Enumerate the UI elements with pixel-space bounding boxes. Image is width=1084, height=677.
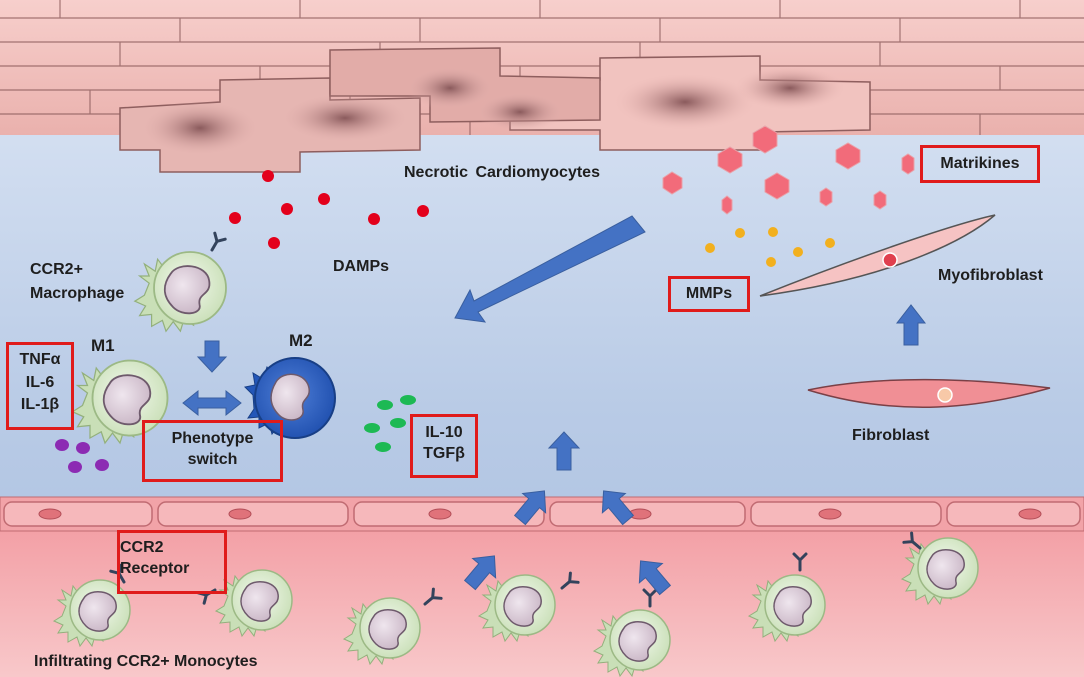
ccr2-receptor-box — [117, 530, 227, 594]
cytokines-m1-box — [6, 342, 74, 430]
phenotype-line: Phenotype — [171, 430, 254, 447]
phenotype-switch-box — [142, 420, 283, 482]
tgfb-label: TGFβ — [423, 444, 465, 462]
mmps-text: MMPs — [685, 285, 733, 302]
arrows — [182, 215, 927, 601]
cytokines-m2-box — [410, 414, 478, 478]
ccr2-line: CCR2 — [120, 539, 164, 556]
cytokines-m1-text: TNFα IL-6 IL-1β — [6, 349, 74, 417]
matrikine-hexes — [662, 125, 915, 215]
damps-label: DAMPs — [333, 258, 390, 275]
il1b-label: IL-1β — [20, 396, 60, 414]
ccr2-macrophage-label-line1: CCR2+ — [30, 261, 83, 278]
m1-secretion-dots — [55, 439, 109, 473]
il10-label: IL-10 — [425, 424, 463, 441]
m2-label: M2 — [289, 331, 313, 350]
m1-label: M1 — [91, 336, 115, 355]
myofibroblast-label: Myofibroblast — [938, 267, 1043, 284]
m2-macrophage — [243, 357, 336, 439]
damps-dots — [229, 170, 429, 249]
cytokines-m2-text: IL-10 TGFβ — [410, 423, 478, 465]
ccr2-receptor-text: CCR2 Receptor — [120, 538, 189, 580]
mmps-box — [668, 276, 750, 312]
switch-line: switch — [187, 450, 238, 468]
matrikines-box — [920, 145, 1040, 183]
ccr2-macrophage-label-line2: Macrophage — [30, 285, 125, 302]
tnf-alpha-label: TNFα — [19, 351, 61, 368]
cardiomyocyte-layer — [0, 0, 1084, 173]
m2-secretion-dots — [364, 395, 416, 452]
infiltrating-monocytes-label: Infiltrating CCR2+ Monocytes — [34, 653, 258, 670]
il6-label: IL-6 — [25, 373, 55, 391]
fibroblast-label: Fibroblast — [852, 427, 930, 444]
matrikines-text: Matrikines — [940, 155, 1020, 172]
macrophages — [71, 231, 336, 444]
necrotic-cardiomyocytes-label: Necrotic Cardiomyocytes — [404, 164, 600, 181]
fibroblasts — [759, 214, 1051, 409]
mmp-dots — [705, 227, 835, 267]
receptor-line: Receptor — [120, 559, 190, 577]
phenotype-switch-text: Phenotype switch — [142, 429, 283, 471]
